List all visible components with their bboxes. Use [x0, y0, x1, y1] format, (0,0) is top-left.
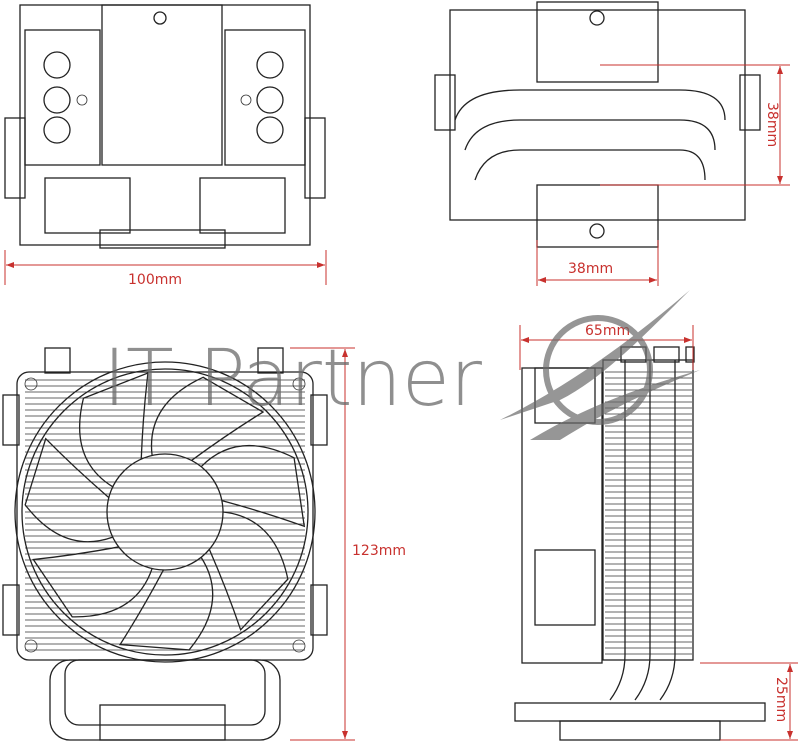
fan-blade — [208, 511, 289, 632]
heatpipe-view: 38mm 38mm — [434, 1, 790, 286]
dim-label-38mm-vertical: 38mm — [764, 102, 780, 147]
screw-icon — [76, 94, 88, 106]
mounting-hole — [256, 86, 284, 114]
mounting-hole — [256, 51, 284, 79]
heatpipe — [474, 149, 706, 181]
fan-blade — [200, 444, 306, 528]
watermark-logo — [500, 290, 700, 440]
dim-label-38mm-horizontal: 38mm — [568, 261, 613, 277]
dim-label-65mm: 65mm — [585, 323, 630, 339]
mounting-hole — [43, 86, 71, 114]
mounting-hole — [256, 116, 284, 144]
heatpipe — [609, 360, 626, 701]
dim-label-100mm: 100mm — [128, 272, 182, 288]
top-view: 100mm — [4, 4, 327, 288]
watermark: IT Partner — [103, 290, 700, 440]
heatpipe — [634, 360, 651, 701]
fan-blade — [24, 437, 113, 543]
mounting-hole — [43, 51, 71, 79]
heatpipe — [659, 360, 676, 701]
fan-blade — [32, 546, 153, 618]
dim-label-123mm: 123mm — [352, 543, 406, 559]
heatpipe — [454, 89, 726, 121]
dim-label-25mm: 25mm — [773, 677, 789, 722]
fan-blade — [78, 372, 149, 488]
mounting-hole — [43, 116, 71, 144]
fan-blade — [150, 376, 265, 461]
screw-icon — [240, 94, 252, 106]
watermark-text: IT Partner — [103, 334, 482, 424]
fan-blade — [118, 556, 214, 651]
heatpipe — [464, 119, 716, 151]
front-fan-view: 123mm — [2, 347, 406, 741]
